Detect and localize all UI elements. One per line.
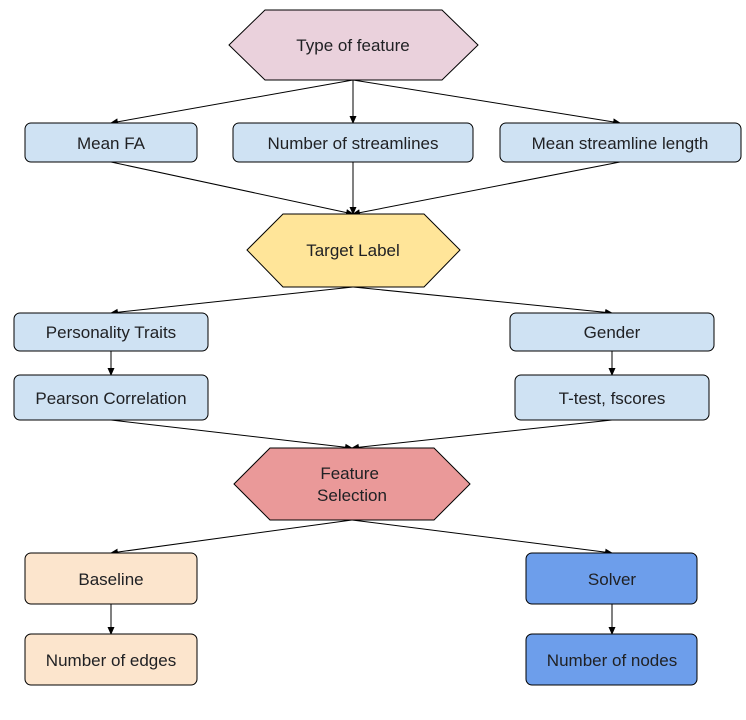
node-mean-fa-shape bbox=[24, 122, 198, 163]
node-feature-selection-shape bbox=[233, 447, 471, 521]
edge-selection-to-baseline bbox=[110, 519, 353, 556]
edge-meanfa-to-target bbox=[110, 161, 354, 216]
node-ttest-fscores: T-test, fscores bbox=[514, 374, 710, 421]
node-pearson-correlation: Pearson Correlation bbox=[13, 374, 209, 421]
node-pearson-correlation-shape bbox=[13, 374, 209, 421]
node-pearson-correlation-label: Pearson Correlation bbox=[35, 389, 186, 408]
node-baseline-shape bbox=[24, 552, 198, 605]
node-solver-shape bbox=[525, 552, 698, 605]
node-feature-selection: Feature Selection bbox=[233, 447, 471, 521]
node-mean-fa-label: Mean FA bbox=[77, 134, 146, 153]
node-number-of-edges: Number of edges bbox=[24, 633, 198, 686]
node-number-of-edges-label: Number of edges bbox=[46, 651, 176, 670]
node-mean-streamline-length: Mean streamline length bbox=[499, 122, 742, 163]
edge-length-to-target bbox=[352, 161, 621, 217]
node-number-of-nodes-label: Number of nodes bbox=[547, 651, 677, 670]
edge-type-to-length bbox=[352, 79, 621, 126]
node-number-of-streamlines-label: Number of streamlines bbox=[267, 134, 438, 153]
node-baseline-label: Baseline bbox=[78, 570, 143, 589]
node-target-label-label: Target Label bbox=[306, 241, 400, 260]
node-type-of-feature-label: Type of feature bbox=[296, 36, 409, 55]
node-mean-streamline-length-label: Mean streamline length bbox=[532, 134, 709, 153]
node-solver: Solver bbox=[525, 552, 698, 605]
node-ttest-fscores-label: T-test, fscores bbox=[559, 389, 666, 408]
node-gender: Gender bbox=[509, 312, 715, 352]
node-baseline: Baseline bbox=[24, 552, 198, 605]
node-number-of-nodes: Number of nodes bbox=[525, 633, 698, 686]
edge-ttest-to-selection bbox=[351, 419, 613, 451]
node-gender-label: Gender bbox=[584, 323, 641, 342]
edges bbox=[107, 79, 621, 635]
edge-selection-to-solver bbox=[351, 519, 613, 556]
node-number-of-edges-shape bbox=[24, 633, 198, 686]
node-mean-fa: Mean FA bbox=[24, 122, 198, 163]
node-solver-label: Solver bbox=[588, 570, 637, 589]
node-feature-selection-label: Feature Selection bbox=[317, 464, 387, 505]
node-personality-traits-shape bbox=[13, 312, 209, 352]
node-personality-traits-label: Personality Traits bbox=[46, 323, 176, 342]
node-type-of-feature-shape bbox=[228, 9, 479, 81]
node-number-of-streamlines: Number of streamlines bbox=[232, 122, 474, 163]
edge-target-to-personality bbox=[110, 286, 354, 316]
node-number-of-nodes-shape bbox=[525, 633, 698, 686]
node-ttest-fscores-shape bbox=[514, 374, 710, 421]
node-number-of-streamlines-shape bbox=[232, 122, 474, 163]
node-gender-shape bbox=[509, 312, 715, 352]
edge-target-to-gender bbox=[352, 286, 613, 316]
node-target-label-shape bbox=[246, 213, 461, 288]
node-target-label: Target Label bbox=[246, 213, 461, 288]
node-type-of-feature: Type of feature bbox=[228, 9, 479, 81]
node-personality-traits: Personality Traits bbox=[13, 312, 209, 352]
node-mean-streamline-length-shape bbox=[499, 122, 742, 163]
edge-type-to-meanfa bbox=[110, 79, 354, 126]
edge-pearson-to-selection bbox=[110, 419, 353, 451]
nodes: Type of feature Mean FA Number of stream… bbox=[13, 9, 742, 686]
